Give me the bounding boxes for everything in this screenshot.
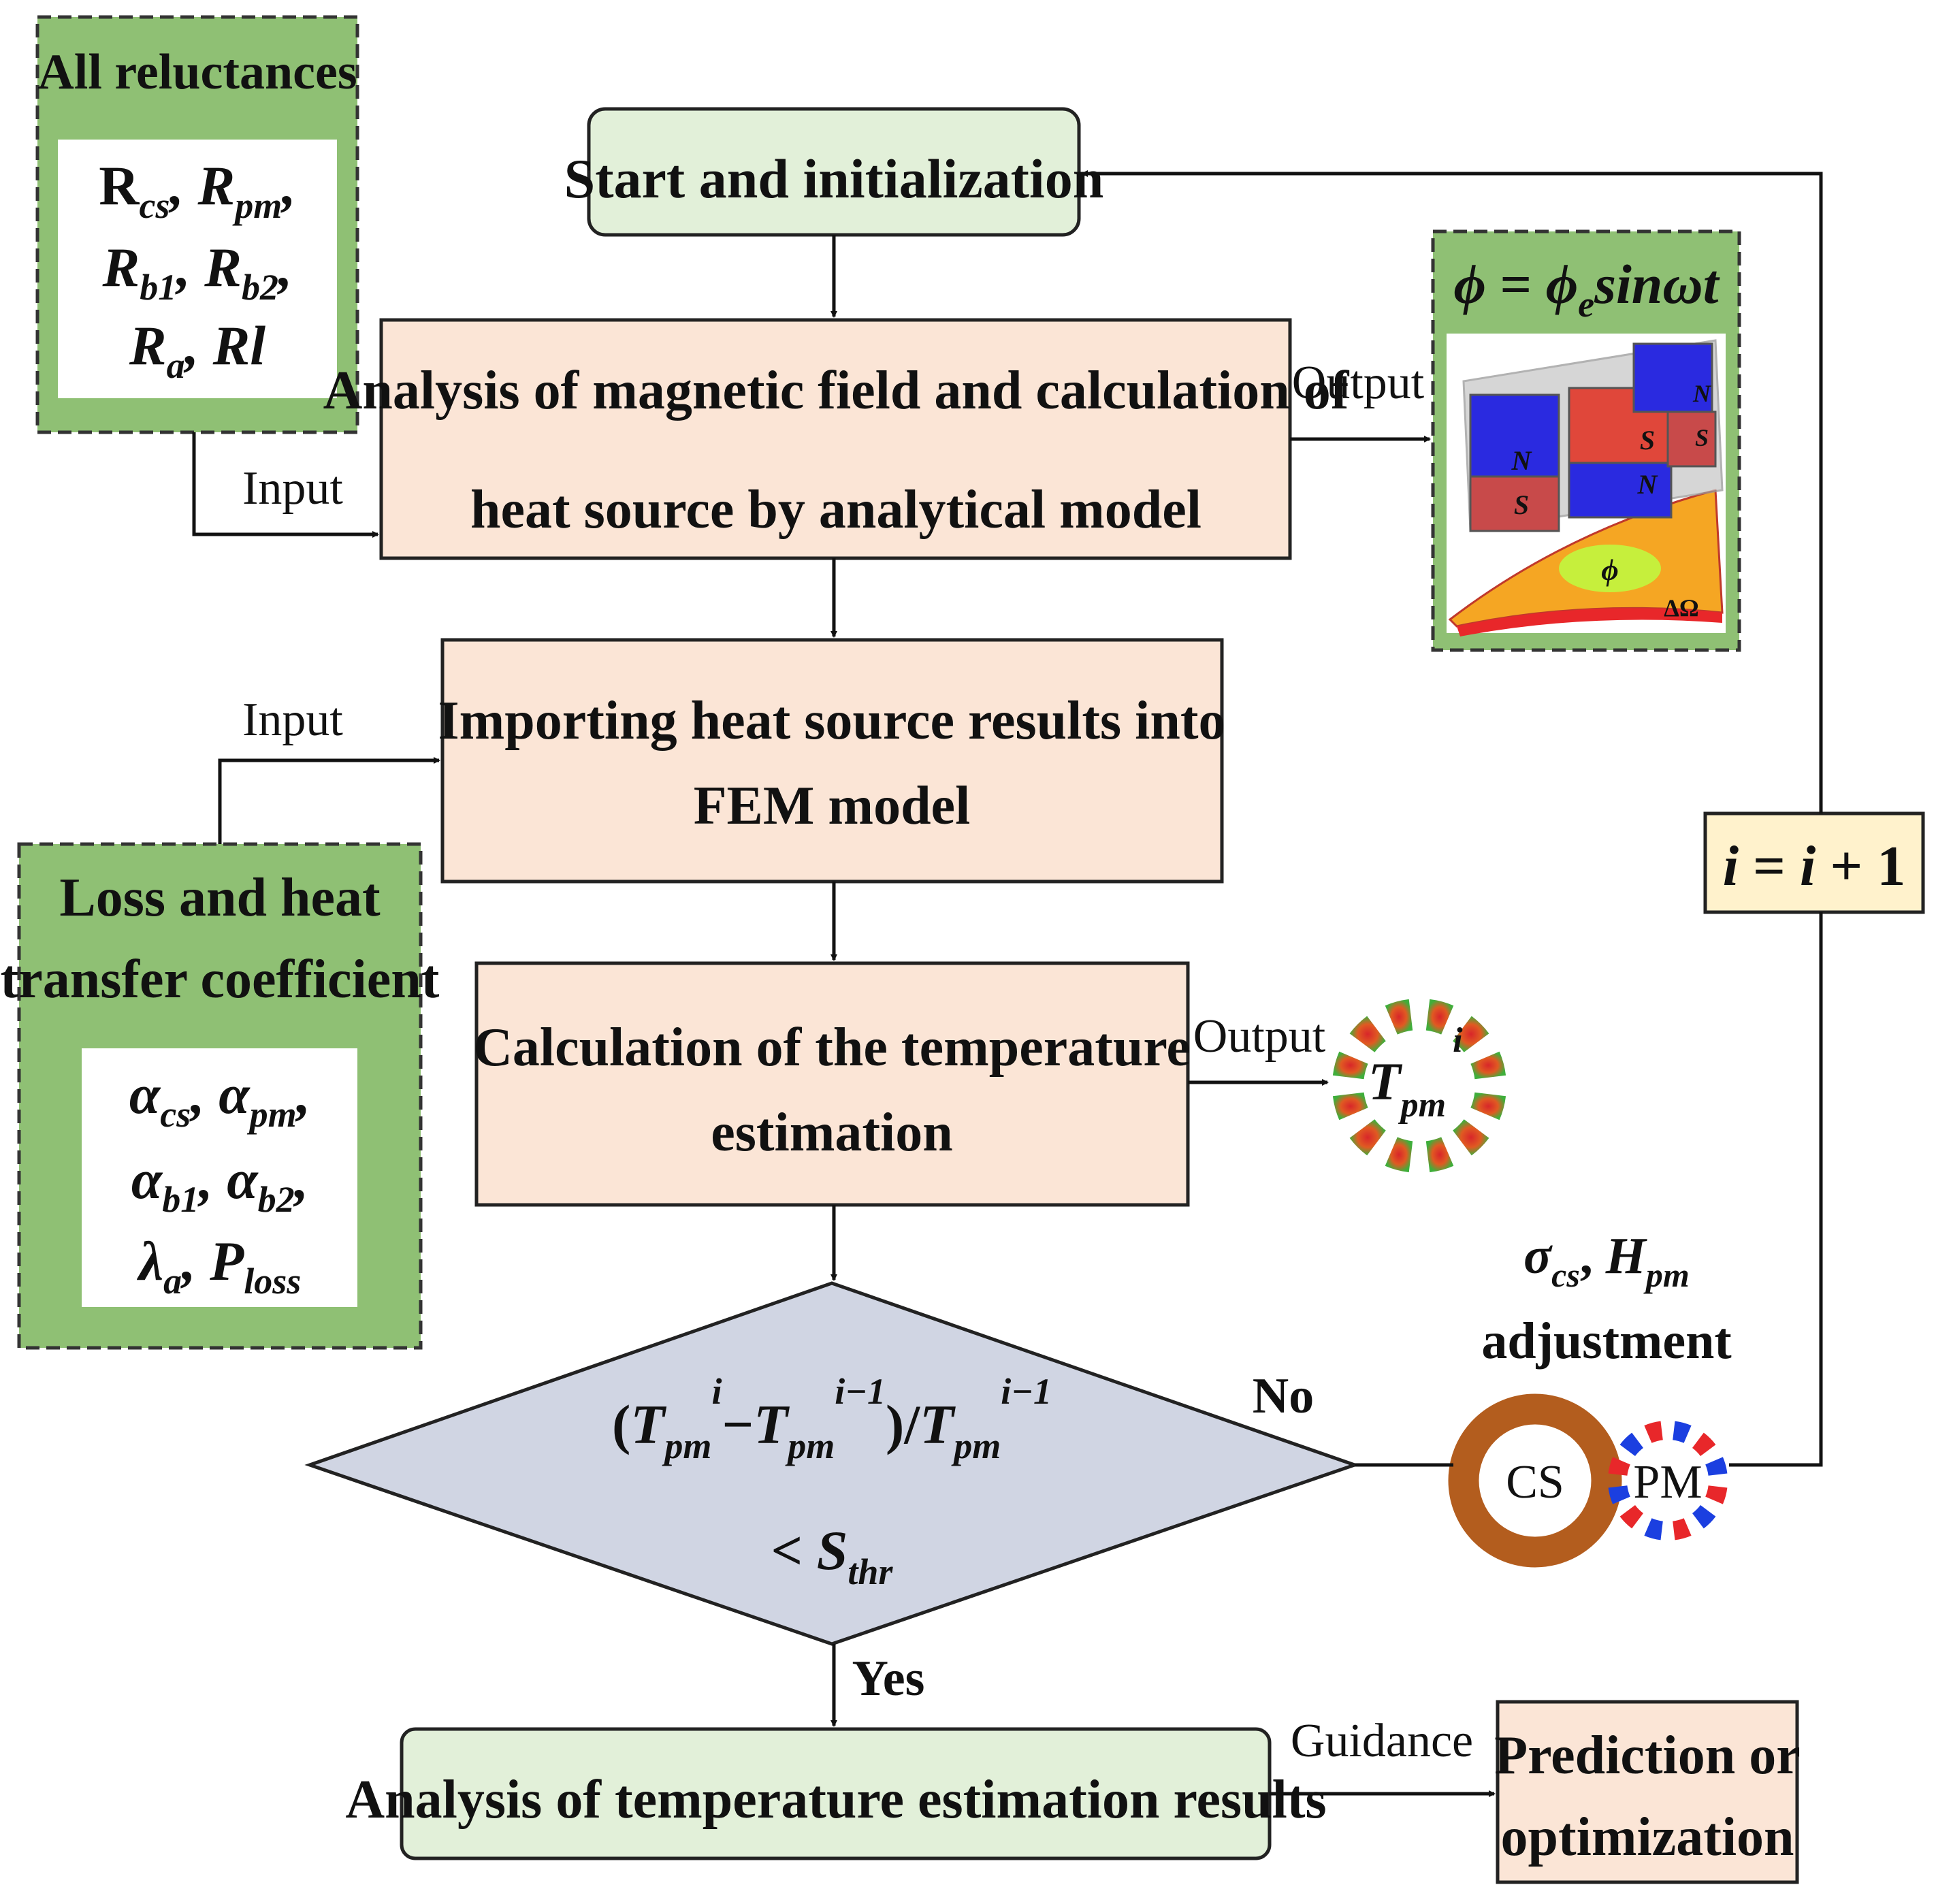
magnet-3-s-label: S — [1695, 424, 1709, 451]
temperature-ring-segment — [1453, 1119, 1489, 1156]
magnet-2-s-label: S — [1640, 425, 1655, 455]
temperature-ring-segment — [1349, 1016, 1386, 1052]
pm-ring-segment — [1644, 1421, 1663, 1443]
reluctances-line-2: Rb1, Rb2, — [102, 236, 293, 308]
start-box-label: Start and initialization — [564, 148, 1104, 210]
increment-label: i = i + 1 — [1723, 835, 1905, 898]
input-label-2: Input — [242, 694, 343, 746]
pm-label: PM — [1633, 1456, 1702, 1508]
temperature-ring-segment — [1453, 1016, 1489, 1052]
arrow-loss-input — [218, 757, 440, 844]
results-box-label: Analysis of temperature estimation resul… — [345, 1770, 1326, 1830]
temperature-ring-segment — [1470, 1051, 1506, 1080]
results-box: Analysis of temperature estimation resul… — [345, 1727, 1327, 1860]
temperature-ring-segment — [1332, 1092, 1368, 1120]
prediction-box-line-1: Prediction or — [1494, 1726, 1801, 1786]
pm-ring-segment — [1705, 1457, 1728, 1476]
temperature-label: Tpmi — [1368, 1021, 1463, 1125]
temperature-ring-segment — [1332, 1051, 1368, 1080]
temperature-ring-segment — [1425, 999, 1454, 1035]
flux-equation: ϕ = ϕesinωt — [1454, 253, 1720, 325]
phi-label: ϕ — [1601, 553, 1618, 587]
importing-box-line-1: Importing heat source results into — [438, 691, 1225, 751]
temperature-ring-segments — [1332, 999, 1506, 1173]
loss-box-line-1: αcs, αpm, — [129, 1063, 310, 1135]
prediction-box: Prediction or optimization — [1494, 1700, 1801, 1884]
analysis-box-line-2: heat source by analytical model — [470, 480, 1201, 540]
loss-box-title-1: Loss and heat — [59, 868, 381, 928]
pm-ring-segment — [1608, 1485, 1630, 1504]
increment-box: i = i + 1 — [1703, 811, 1925, 914]
adjustment-group: σcs, Hpm adjustment CS PM — [1448, 1227, 1732, 1568]
temperature-ring: Tpmi — [1332, 999, 1506, 1173]
pm-ring-segment — [1673, 1421, 1692, 1443]
analysis-box: Analysis of magnetic field and calculati… — [323, 318, 1350, 560]
no-label: No — [1253, 1368, 1314, 1424]
pm-ring-segments — [1608, 1421, 1728, 1540]
temperature-ring-segment — [1385, 999, 1413, 1035]
arrow-increment-to-start — [1081, 170, 1823, 813]
pm-ring-icon: PM — [1608, 1421, 1728, 1540]
adjustment-label: adjustment — [1481, 1312, 1731, 1370]
temperature-ring-segment — [1425, 1137, 1454, 1173]
pm-ring-segment — [1608, 1457, 1630, 1476]
cs-label: CS — [1506, 1456, 1564, 1508]
reluctances-line-3: Ra, Rl — [129, 314, 265, 386]
output-label-1: Output — [1292, 357, 1425, 409]
yes-label: Yes — [852, 1651, 925, 1707]
magnet-2-n-label: N — [1637, 469, 1659, 500]
loss-box: Loss and heat transfer coefficient αcs, … — [1, 842, 440, 1350]
pm-ring-segment — [1644, 1518, 1663, 1540]
importing-box: Importing heat source results into FEM m… — [438, 638, 1226, 884]
prediction-box-line-2: optimization — [1500, 1807, 1794, 1867]
reluctances-line-1: Rcs, Rpm, — [99, 155, 295, 226]
reluctances-title: All reluctances — [37, 44, 357, 100]
output-label-2: Output — [1193, 1010, 1326, 1063]
analysis-box-line-1: Analysis of magnetic field and calculati… — [323, 361, 1350, 421]
adjustment-params: σcs, Hpm — [1523, 1227, 1690, 1294]
magnet-illustration: ϕ ΔΩ N S S N N S — [1448, 339, 1724, 636]
flux-box: ϕ = ϕesinωt ϕ ΔΩ N S S N N S — [1431, 229, 1741, 652]
decision-condition-line-1: (Tpmi−Tpmi−1)/Tpmi−1 — [612, 1371, 1052, 1466]
reluctances-box: All reluctances Rcs, Rpm, Rb1, Rb2, Ra, … — [35, 15, 359, 434]
input-label-1: Input — [242, 462, 343, 515]
decision-condition-line-2: < Sthr — [771, 1519, 894, 1592]
temperature-ring-segment — [1349, 1119, 1386, 1156]
loss-box-line-3: λa, Ploss — [137, 1230, 302, 1302]
magnet-3-n-label: N — [1692, 380, 1712, 407]
cs-ring-icon: CS — [1448, 1393, 1622, 1568]
calculation-box-line-2: estimation — [711, 1103, 953, 1163]
magnet-1-n-label: N — [1511, 445, 1533, 476]
loss-box-title-2: transfer coefficient — [1, 950, 440, 1010]
line-adjust-to-increment — [1729, 912, 1823, 1467]
pm-ring-segment — [1673, 1518, 1692, 1540]
guidance-label: Guidance — [1291, 1715, 1473, 1767]
loss-box-line-2: αb1, αb2, — [131, 1148, 308, 1220]
pm-ring-segment — [1705, 1485, 1728, 1504]
decision-diamond: (Tpmi−Tpmi−1)/Tpmi−1 < Sthr — [304, 1281, 1360, 1646]
magnet-1-s-label: S — [1514, 489, 1529, 520]
importing-box-line-2: FEM model — [694, 776, 971, 836]
temperature-ring-segment — [1385, 1137, 1413, 1173]
pm-ring-segment — [1692, 1505, 1716, 1529]
temperature-ring-segment — [1470, 1092, 1506, 1120]
pm-ring-segment — [1692, 1432, 1716, 1456]
calculation-box: Calculation of the temperature estimatio… — [473, 961, 1191, 1207]
calculation-box-line-1: Calculation of the temperature — [473, 1018, 1191, 1078]
pm-ring-segment — [1619, 1432, 1643, 1456]
connectors — [192, 170, 1823, 1797]
arrow-reluctances-input — [192, 432, 379, 538]
pm-ring-segment — [1619, 1505, 1643, 1529]
delta-omega-label: ΔΩ — [1664, 594, 1698, 622]
start-box: Start and initialization — [564, 107, 1104, 237]
